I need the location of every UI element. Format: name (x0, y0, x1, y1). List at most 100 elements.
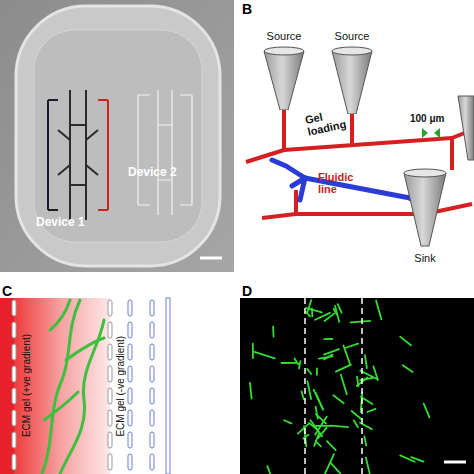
cell-process (325, 454, 334, 474)
cell-process (318, 428, 326, 438)
micro-post (128, 366, 132, 382)
cell-process (324, 338, 332, 340)
dimension-marker (422, 128, 440, 138)
cell-process (301, 391, 304, 399)
channel-wall (166, 298, 170, 474)
cell-process (298, 424, 309, 434)
cell-process (324, 349, 339, 354)
fluidic-lines (246, 108, 472, 246)
fluorescence-image (240, 298, 474, 474)
vessel-sprout (50, 300, 70, 330)
inlet-line (48, 100, 58, 210)
fluidic-line (246, 108, 284, 162)
reservoir-label: Sink (392, 252, 458, 264)
micro-post (150, 432, 154, 448)
panel-letter: B (242, 2, 262, 17)
sink-region (130, 298, 232, 474)
annotation-label: Gel loading (304, 105, 356, 138)
inlet-line (98, 100, 108, 210)
cell-process (341, 375, 347, 395)
reservoir-cone: Source (330, 30, 374, 114)
scale-bar (200, 257, 222, 260)
cell-process (319, 356, 333, 358)
cell-process (306, 312, 310, 317)
cell-process (376, 301, 381, 320)
clear-channel (138, 95, 192, 205)
micro-post (150, 454, 154, 470)
cell-process (335, 306, 339, 322)
micro-post (128, 344, 132, 360)
micro-post (12, 344, 16, 360)
cell-process (400, 455, 414, 461)
cell-process (316, 425, 332, 427)
panel-letter: C (2, 284, 22, 299)
cell-process (424, 404, 430, 418)
cell-process (330, 462, 340, 473)
fluidic-line (450, 138, 454, 170)
cell-process (309, 423, 317, 430)
gel-branch (272, 160, 305, 200)
gradient-region (14, 298, 110, 474)
micro-post (12, 322, 16, 338)
cone-body (458, 96, 474, 160)
reservoir-label: Source (320, 30, 384, 42)
cell-process (400, 337, 411, 346)
reservoir-cone: Sink (402, 168, 448, 264)
cone-rim (404, 169, 446, 177)
gel-channel-band: ECM gel (-ve gradient) (110, 302, 130, 470)
micro-post (108, 366, 112, 382)
cell-process (316, 441, 321, 446)
cone-body (264, 51, 304, 110)
micro-post (128, 388, 132, 404)
annotation-label: 100 μm (410, 114, 466, 125)
cell-process (351, 321, 371, 323)
cell-process (343, 346, 350, 365)
micro-post (108, 344, 112, 360)
micro-post (128, 300, 132, 316)
micro-post (128, 322, 132, 338)
cell-process (316, 368, 318, 374)
micro-post (108, 388, 112, 404)
cell-process (315, 313, 330, 320)
cone-body (404, 173, 446, 246)
cell-process (267, 466, 272, 474)
cone-body (332, 51, 372, 114)
gel-channel (58, 130, 98, 175)
cell-process (366, 458, 370, 474)
micro-post (12, 432, 16, 448)
micro-post (108, 432, 112, 448)
cell-process (307, 381, 311, 399)
micro-post (12, 300, 16, 316)
cell-process (367, 409, 375, 412)
photo-background (0, 0, 234, 272)
band-label: ECM gel (-ve gradient) (115, 336, 126, 437)
cell-sprouts (250, 300, 429, 474)
micro-post (108, 300, 112, 316)
fluidic-line (294, 190, 298, 214)
annotation-label: Fluidic line (318, 172, 368, 195)
cell-process (336, 365, 351, 372)
cell-process (365, 355, 367, 368)
chip-inner (34, 30, 202, 242)
chip-body (16, 6, 220, 266)
channel-boundary (361, 298, 363, 474)
cell-process (272, 327, 274, 337)
vessel-sprout (60, 320, 104, 474)
device-1-channels (48, 90, 108, 220)
cone-outline (262, 30, 306, 110)
cell-process (346, 344, 358, 348)
reservoir-label: Source (252, 30, 316, 42)
gel-channel-band: ECM gel (+ve gradient) (14, 302, 38, 470)
micro-post (128, 432, 132, 448)
band-label: ECM gel (+ve gradient) (21, 334, 32, 437)
micro-post (128, 410, 132, 426)
clear-channel (138, 90, 192, 215)
micro-post (108, 454, 112, 470)
panel-letter: D (242, 284, 262, 299)
post-array (12, 298, 170, 474)
gel-channel (70, 90, 86, 220)
reservoir-cone (458, 96, 474, 160)
cell-process (252, 344, 254, 358)
vessel-sprouts (42, 300, 104, 474)
vessel-sprout (44, 392, 78, 420)
